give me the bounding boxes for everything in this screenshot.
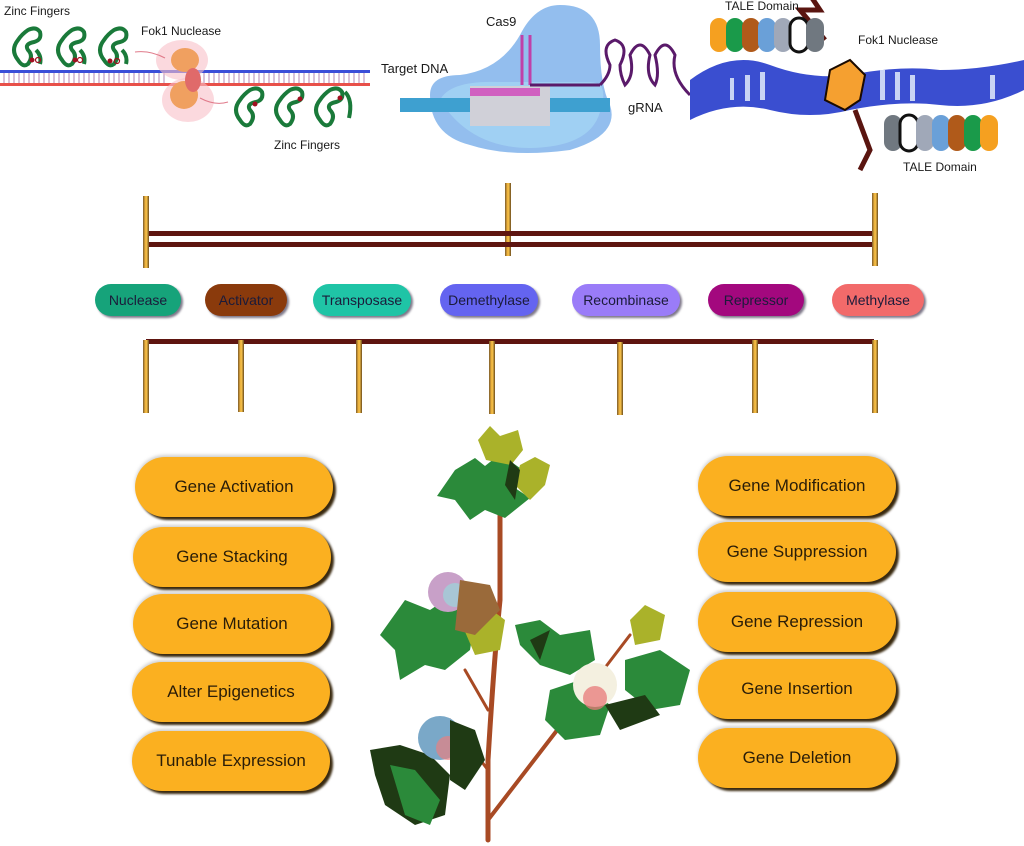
leaf bbox=[478, 426, 523, 465]
leaf bbox=[515, 620, 595, 675]
zinc-fingers-label-bottom: Zinc Fingers bbox=[274, 138, 341, 152]
connector-bar-top-1 bbox=[149, 231, 872, 236]
tale-domain-label-top: TALE Domain bbox=[725, 0, 799, 13]
fok1-nuclease-label: Fok1 Nuclease bbox=[141, 24, 222, 38]
effector-repressor: Repressor bbox=[708, 284, 804, 316]
connector-post-3 bbox=[356, 340, 362, 413]
effector-nuclease: Nuclease bbox=[95, 284, 181, 316]
connector-post-1 bbox=[143, 340, 149, 413]
grna-strand bbox=[598, 38, 690, 97]
effector-label: Activator bbox=[218, 292, 274, 308]
talen-illustration bbox=[690, 0, 1024, 172]
zinc-finger-group-bottom bbox=[234, 86, 353, 128]
tale-domain-bottom bbox=[884, 113, 998, 153]
effector-label: Nuclease bbox=[108, 292, 168, 308]
application-gene-deletion: Gene Deletion bbox=[698, 728, 896, 788]
effector-label: Repressor bbox=[723, 292, 789, 308]
leaf bbox=[437, 454, 530, 520]
application-label: Alter Epigenetics bbox=[167, 682, 295, 701]
application-gene-stacking: Gene Stacking bbox=[133, 527, 331, 587]
application-gene-insertion: Gene Insertion bbox=[698, 659, 896, 719]
connector-post-talen bbox=[872, 193, 878, 266]
leaf bbox=[630, 605, 665, 645]
application-label: Gene Insertion bbox=[741, 679, 853, 698]
zinc-fingers-label-top: Zinc Fingers bbox=[4, 4, 71, 18]
application-label: Gene Suppression bbox=[726, 542, 868, 561]
application-label: Gene Mutation bbox=[176, 614, 288, 633]
effector-activator: Activator bbox=[205, 284, 287, 316]
application-label: Gene Repression bbox=[730, 612, 864, 631]
crispr-illustration bbox=[400, 5, 690, 154]
grna-label: gRNA bbox=[628, 100, 663, 115]
connector-post-2 bbox=[238, 340, 244, 412]
leaf bbox=[380, 600, 475, 680]
tale-domain-top bbox=[710, 16, 824, 54]
effector-methylase: Methylase bbox=[832, 284, 924, 316]
target-dna-label: Target DNA bbox=[381, 61, 449, 76]
zfn-illustration bbox=[0, 26, 370, 128]
main-stem bbox=[485, 512, 503, 843]
effector-label: Methylase bbox=[846, 292, 910, 308]
effector-label: Transposase bbox=[321, 292, 403, 308]
connector-post-7 bbox=[872, 340, 878, 413]
connector-bar-top-2 bbox=[149, 242, 872, 247]
effector-label: Demethylase bbox=[448, 292, 530, 308]
fok1-nuclease-label-talen: Fok1 Nuclease bbox=[858, 33, 939, 47]
effector-transposase: Transposase bbox=[313, 284, 411, 316]
effector-demethylase: Demethylase bbox=[440, 284, 538, 316]
leaf bbox=[390, 765, 440, 825]
fok1-nuclease bbox=[823, 58, 867, 112]
application-label: Gene Stacking bbox=[176, 547, 288, 566]
application-alter-epigenetics: Alter Epigenetics bbox=[132, 662, 330, 722]
connector-post-crispr bbox=[505, 183, 511, 256]
application-label: Gene Activation bbox=[174, 477, 294, 496]
application-gene-activation: Gene Activation bbox=[135, 457, 333, 517]
connector-post-zfn bbox=[143, 196, 149, 268]
connector-bar-bottom bbox=[146, 339, 874, 344]
zfn-panel: Zinc Fingers Fok1 Nuclease Zinc Fingers bbox=[0, 0, 380, 175]
application-gene-mutation: Gene Mutation bbox=[133, 594, 331, 654]
tale-domain-label-bottom: TALE Domain bbox=[903, 160, 977, 174]
connector-post-5 bbox=[617, 342, 623, 415]
application-gene-modification: Gene Modification bbox=[698, 456, 896, 516]
application-gene-suppression: Gene Suppression bbox=[698, 522, 896, 582]
application-label: Gene Deletion bbox=[742, 748, 852, 767]
cas9-label: Cas9 bbox=[486, 14, 517, 29]
application-tunable-expression: Tunable Expression bbox=[132, 731, 330, 791]
leaf bbox=[625, 650, 690, 710]
leaf bbox=[515, 457, 550, 500]
crispr-cas9-panel: Cas9 Target DNA gRNA bbox=[370, 0, 690, 175]
application-label: Tunable Expression bbox=[156, 751, 306, 770]
talen-panel: TALE Domain Fok1 Nuclease TALE Domain bbox=[690, 0, 1024, 180]
cotton-plant-illustration bbox=[370, 426, 690, 843]
connector-post-4 bbox=[489, 341, 495, 414]
effector-label: Recombinase bbox=[583, 292, 669, 308]
effector-recombinase: Recombinase bbox=[572, 284, 680, 316]
connector-post-6 bbox=[752, 340, 758, 413]
zinc-finger-group-top bbox=[12, 26, 129, 68]
application-label: Gene Modification bbox=[728, 476, 866, 495]
application-gene-repression: Gene Repression bbox=[698, 592, 896, 652]
